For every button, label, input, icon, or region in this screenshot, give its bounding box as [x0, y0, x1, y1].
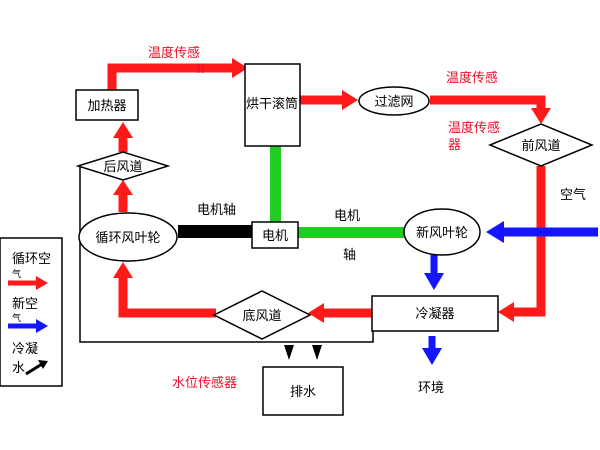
drain-box: 排水 — [262, 366, 344, 416]
air-label: 空气 — [560, 187, 586, 203]
front-duct-label: 前风道 — [521, 138, 560, 154]
red-arrowhead-to-filter — [342, 90, 358, 110]
condenser-label: 冷凝器 — [415, 306, 454, 322]
environment-label: 环境 — [418, 381, 444, 396]
blue-arrowhead-to-environment — [422, 348, 442, 365]
rear-duct-diamond: 后风道 — [75, 151, 171, 181]
shaft-right-label-line2: 轴 — [343, 248, 356, 263]
legend-red-arrowhead — [36, 276, 48, 290]
drain-arrowhead-2 — [312, 345, 322, 360]
legend-condensate-line1: 冷凝 — [12, 341, 38, 357]
legend: 循环空 气 新空 气 冷凝 水 — [0, 237, 63, 387]
legend-black-arrow — [25, 362, 43, 376]
black-shaft — [178, 225, 252, 238]
drain-arrowhead-1 — [284, 345, 294, 360]
motor-label: 电机 — [262, 229, 288, 244]
fresh-fan-label: 新风叶轮 — [416, 225, 468, 241]
red-flow-filter-to-front-duct — [430, 95, 546, 110]
bottom-duct-diamond: 底风道 — [212, 290, 312, 340]
red-flow-bottom-duct-to-circ-fan — [118, 276, 216, 318]
heater-label: 加热器 — [87, 99, 126, 114]
red-arrowhead-to-heater — [113, 122, 133, 138]
legend-circulating-line1: 循环空 — [12, 252, 51, 267]
legend-box — [0, 237, 63, 387]
drum-label: 烘干滚筒 — [246, 96, 298, 112]
red-arrowhead-to-front-duct — [531, 108, 551, 124]
circulating-air-paths — [107, 58, 551, 323]
circ-fan-label: 循环风叶轮 — [95, 231, 160, 246]
blue-arrowhead-to-condenser — [424, 273, 444, 290]
green-shaft-horizontal — [298, 227, 404, 238]
legend-black-arrowhead — [38, 360, 48, 369]
legend-condensate-line2: 水 — [12, 361, 25, 376]
filter-ellipse: 过滤网 — [358, 86, 430, 116]
legend-blue-arrowhead — [36, 319, 48, 333]
water-sensor-label: 水位传感器 — [172, 375, 237, 391]
green-shaft-vertical — [270, 146, 281, 222]
shaft-left-label: 电机轴 — [197, 203, 236, 218]
temp-sensor-top-line2: 器 — [196, 64, 205, 75]
red-arrowhead-to-circ-fan — [113, 262, 133, 278]
legend-fresh-line1: 新空 — [12, 296, 38, 312]
drum-box: 烘干滚筒 — [244, 63, 301, 147]
motor-shafts — [178, 146, 404, 238]
shaft-right-label-line1: 电机 — [334, 209, 360, 224]
fresh-fan-ellipse: 新风叶轮 — [403, 208, 481, 256]
temp-sensor-right-1: 温度传感 — [446, 70, 498, 86]
blue-arrowhead-to-fresh-fan — [486, 221, 504, 243]
temp-sensor-right-2-line1: 温度传感 — [448, 120, 500, 136]
condenser-box: 冷凝器 — [371, 295, 499, 332]
red-arrowhead-to-rear-duct — [113, 180, 133, 195]
temp-sensor-right-2-line2: 器 — [448, 138, 461, 153]
front-duct-diamond: 前风道 — [488, 123, 594, 167]
bottom-duct-label: 底风道 — [242, 308, 281, 324]
rear-duct-label: 后风道 — [103, 160, 142, 175]
temp-sensor-top-line1: 温度传感 — [148, 45, 200, 61]
red-arrowhead-to-drum — [232, 58, 248, 78]
heater-box: 加热器 — [75, 89, 139, 121]
legend-circulating-line2: 气 — [12, 268, 21, 280]
legend-fresh-line2: 气 — [12, 312, 21, 324]
filter-label: 过滤网 — [374, 95, 413, 110]
red-flow-front-duct-to-condenser — [512, 166, 546, 317]
motor-box: 电机 — [251, 221, 299, 249]
red-flow-heater-to-drum — [107, 63, 232, 90]
fresh-air-paths — [422, 221, 598, 365]
drain-label: 排水 — [290, 385, 316, 400]
red-arrowhead-to-bottom-duct — [308, 303, 324, 323]
red-arrowhead-to-condenser — [498, 302, 514, 322]
circ-fan-ellipse: 循环风叶轮 — [78, 212, 178, 262]
